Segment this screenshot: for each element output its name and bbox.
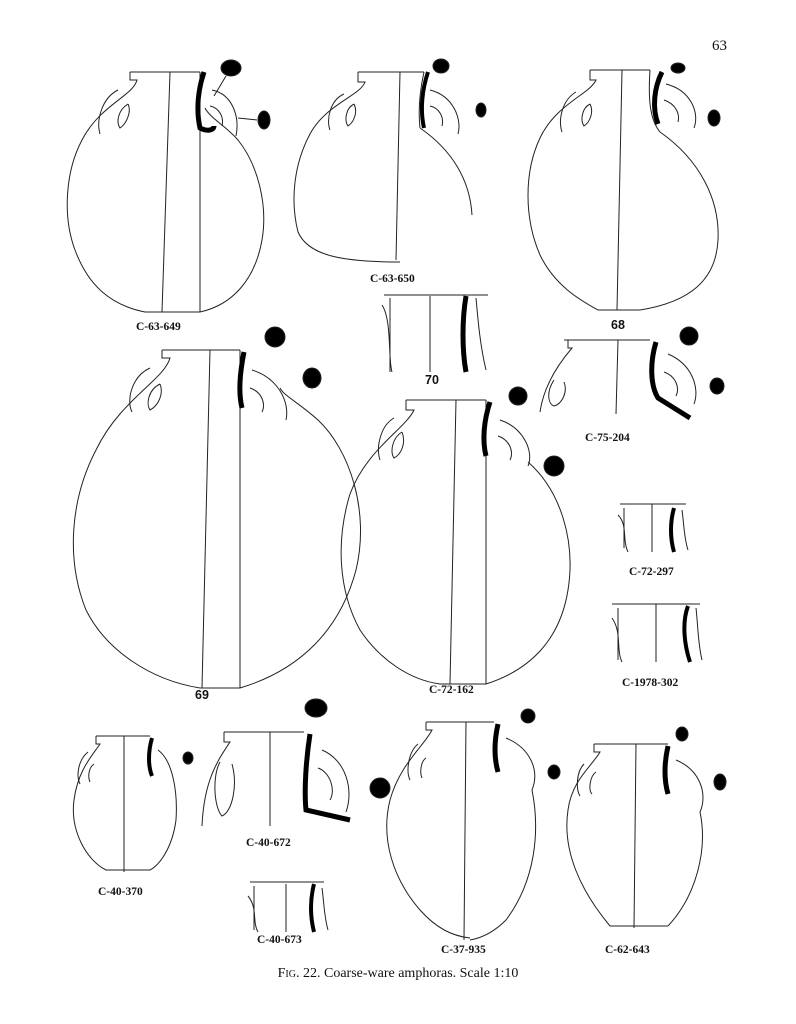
amphora-drawing bbox=[73, 326, 360, 688]
amphora-drawing bbox=[67, 59, 271, 312]
drawing-label: C-37-935 bbox=[441, 944, 486, 956]
figure-caption-text: Coarse-ware amphoras. Scale 1:10 bbox=[323, 966, 519, 981]
drawing-label: C-62-643 bbox=[605, 944, 650, 956]
figure-number: 22. bbox=[302, 966, 321, 981]
drawing-label: C-75-204 bbox=[585, 432, 630, 444]
drawing-label: C-63-649 bbox=[136, 321, 181, 333]
amphora-drawing bbox=[612, 604, 702, 662]
amphora-drawing bbox=[528, 62, 721, 310]
amphora-drawing bbox=[382, 295, 488, 372]
drawing-label: C-1978-302 bbox=[622, 677, 679, 689]
amphora-drawing bbox=[387, 708, 561, 940]
figure-abbrev: Fig. bbox=[277, 966, 300, 981]
amphora-drawing bbox=[73, 736, 194, 872]
amphora-drawing bbox=[567, 726, 727, 928]
drawing-label: C-40-370 bbox=[98, 886, 143, 898]
figure-caption: Fig. 22. Coarse-ware amphoras. Scale 1:1… bbox=[0, 966, 796, 982]
amphora-drawing bbox=[341, 386, 570, 684]
amphora-drawing bbox=[618, 504, 688, 552]
page-number: 63 bbox=[712, 38, 727, 54]
amphora-drawing bbox=[248, 882, 328, 932]
drawing-label: 69 bbox=[195, 688, 209, 702]
drawing-label: C-63-650 bbox=[370, 273, 415, 285]
drawing-label: 68 bbox=[611, 318, 625, 332]
drawing-label: C-40-673 bbox=[257, 934, 302, 946]
drawing-label: C-72-297 bbox=[629, 566, 674, 578]
drawing-label: 70 bbox=[425, 373, 439, 387]
amphora-drawing bbox=[540, 326, 725, 418]
amphora-drawing bbox=[202, 698, 391, 826]
amphora-drawing bbox=[294, 58, 487, 262]
drawing-label: C-72-162 bbox=[429, 684, 474, 696]
drawing-label: C-40-672 bbox=[246, 837, 291, 849]
